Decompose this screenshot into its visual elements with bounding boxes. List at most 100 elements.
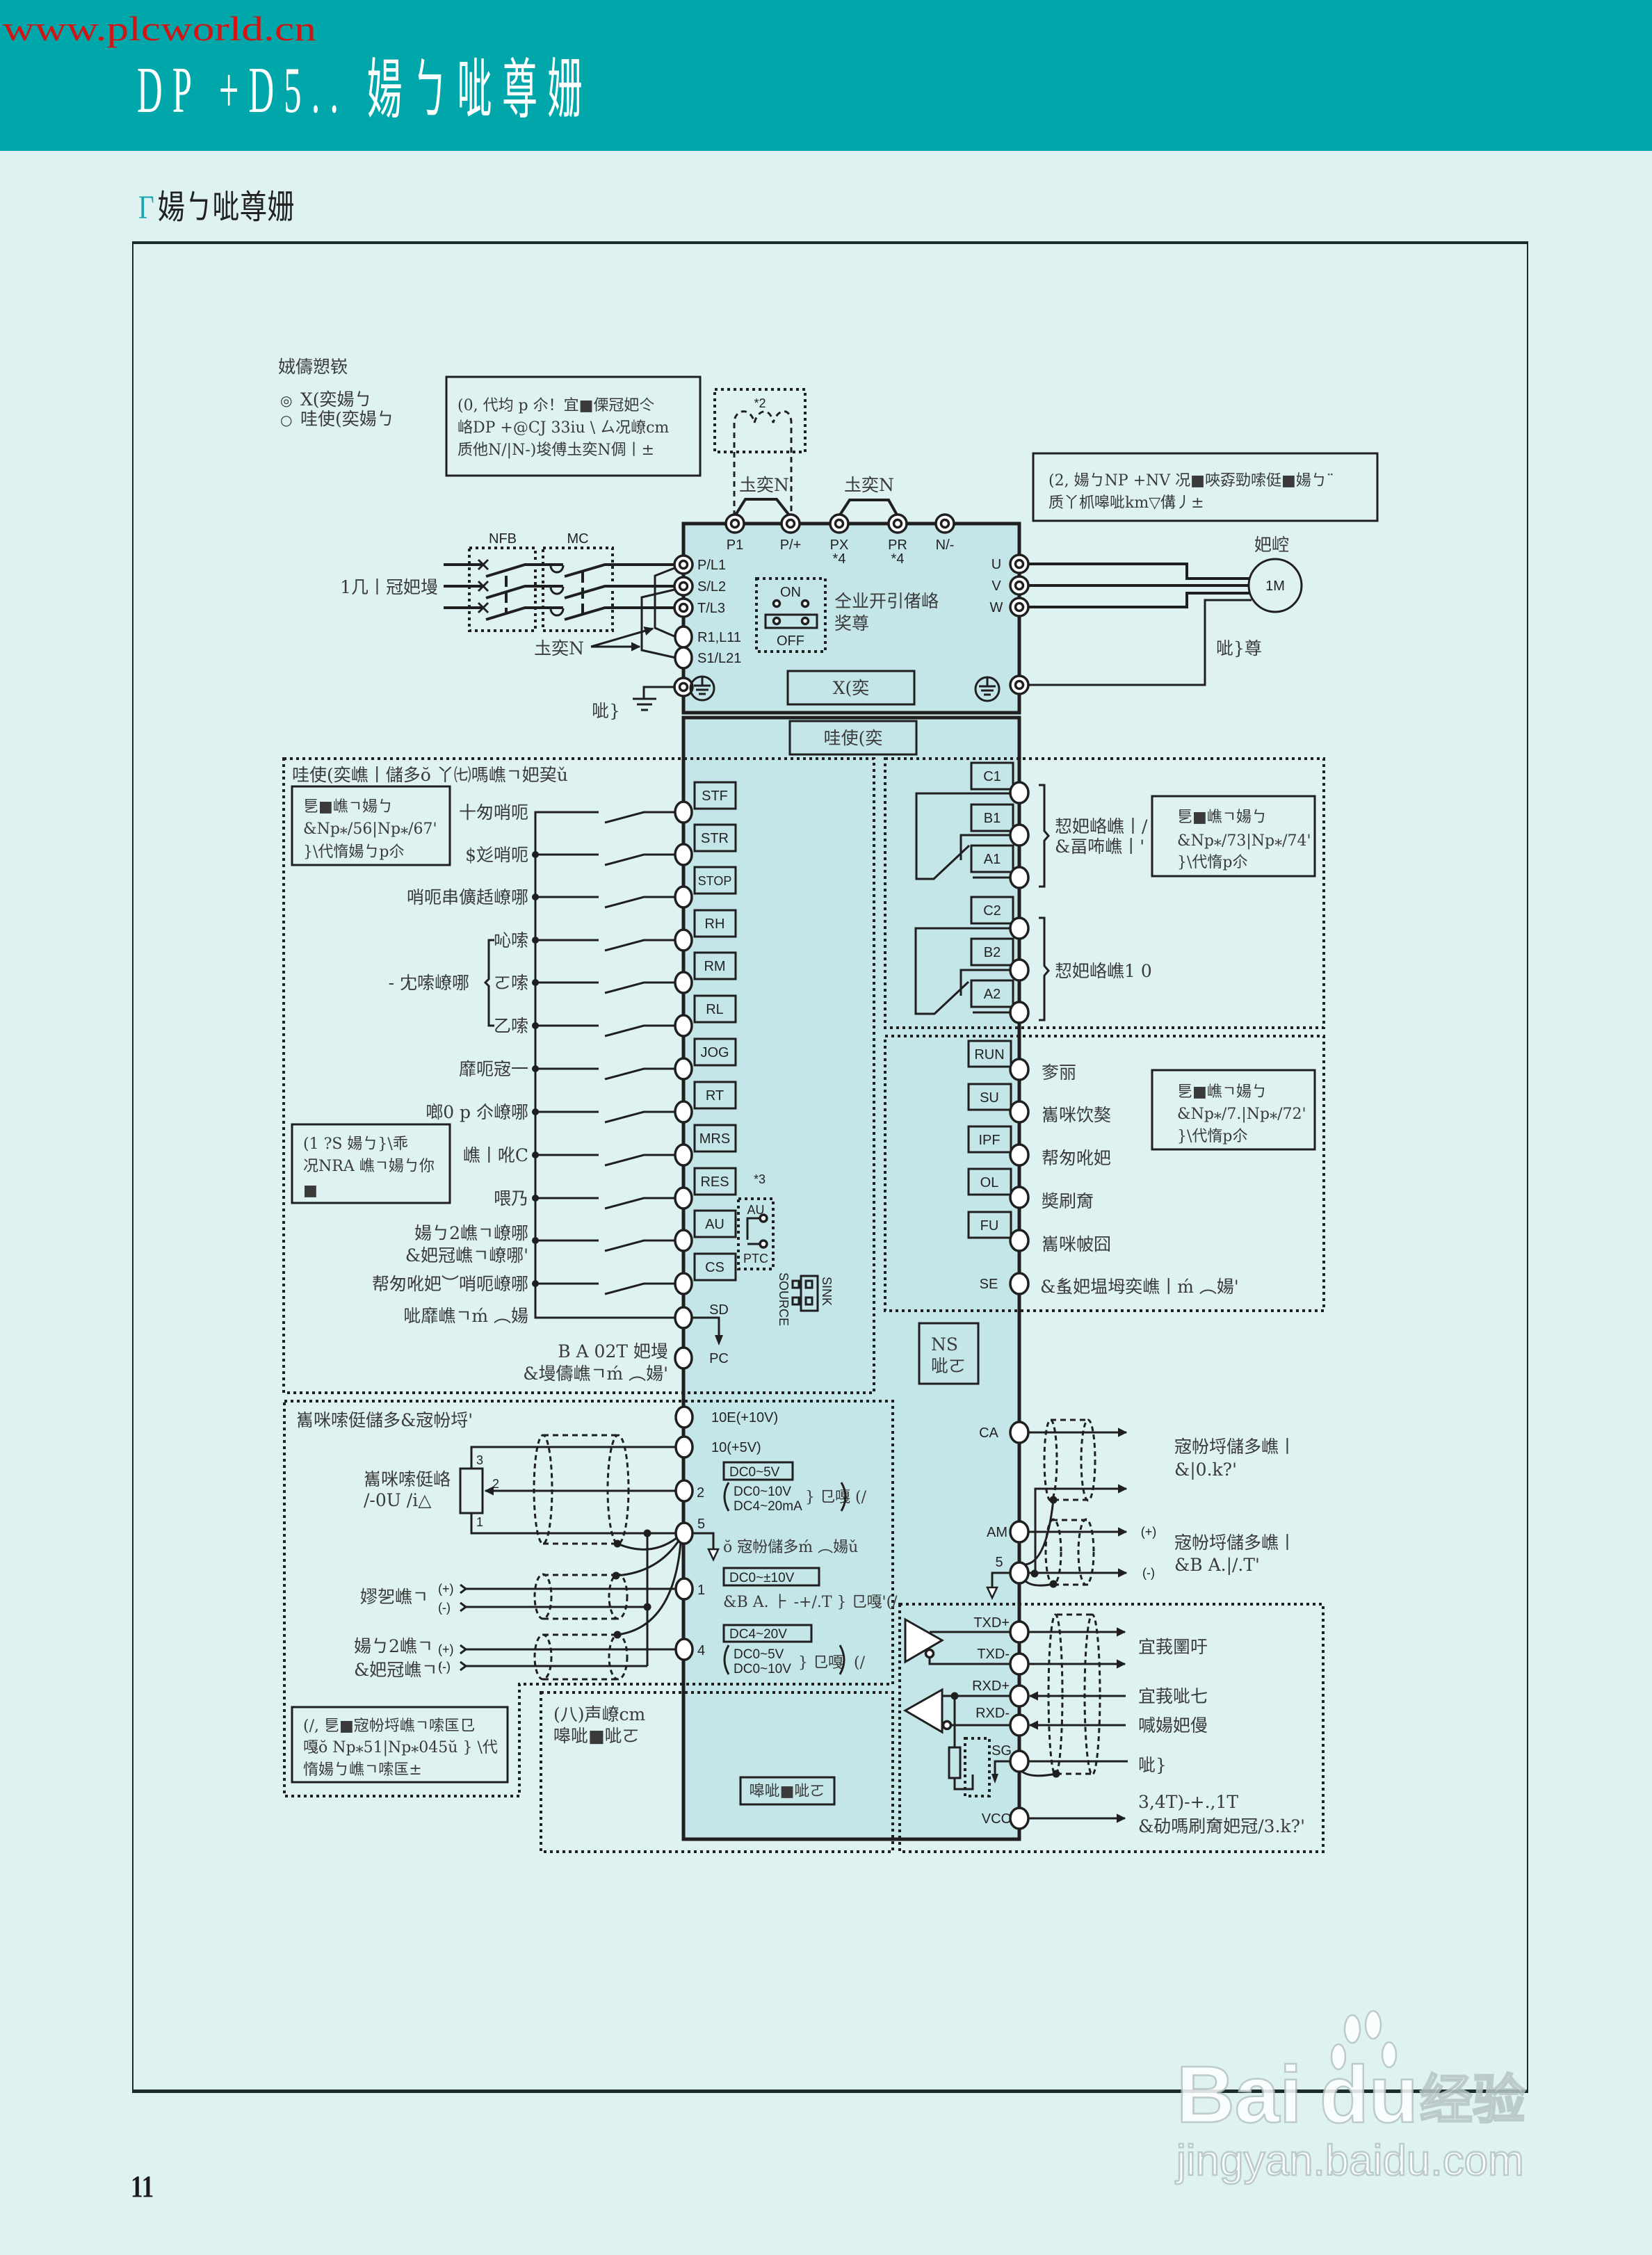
- terminal-name: AU: [705, 1217, 724, 1232]
- terminal-label: 5: [697, 1517, 705, 1532]
- control-power-switch: ON OFF 仝业开引偖峈 奖尊: [755, 577, 939, 653]
- jumper-outline: [800, 1275, 819, 1312]
- terminal-p-plus: [780, 513, 801, 534]
- terminal-circle: [674, 971, 693, 994]
- junction-dot: [532, 851, 539, 858]
- pin-label: 3: [476, 1453, 483, 1467]
- terminal-label-box: [693, 781, 737, 810]
- ground-label: 呲}: [592, 701, 620, 721]
- terminal-name: CA: [979, 1425, 998, 1441]
- relay-output-group-box: [884, 757, 1325, 1029]
- note-line: }\代惰婸ㄅp尒: [303, 843, 405, 861]
- ground-arrow-icon: [986, 1586, 998, 1600]
- note-line: &Np⁎/73|Np⁎/74': [1177, 832, 1311, 850]
- note-line: (1 ?S 婸ㄅ}\乖: [303, 1135, 408, 1153]
- terminal-circle: [674, 1346, 693, 1370]
- terminal-rxd-minus: [1009, 1713, 1030, 1737]
- contactor-box: [542, 547, 614, 632]
- jumper-pin: [804, 1279, 813, 1289]
- terminal-screw: [939, 518, 950, 529]
- switch-contact: [535, 1110, 675, 1124]
- terminal-circle: [674, 1306, 693, 1329]
- reactor-mark: *2: [754, 396, 766, 410]
- open-collector-group-box: [884, 1035, 1325, 1312]
- terminal-label: P/L1: [697, 558, 726, 573]
- legend: 娀儔愬嵚 ◎ X(奕婸ㄅ ○ 哇使(奕婸ㄅ: [278, 357, 394, 429]
- ground-arrow-icon: [707, 1548, 720, 1562]
- shield-drain-wire: [617, 1542, 682, 1636]
- terminal-label-box: [693, 1037, 737, 1067]
- alt-range: DC0~10V: [734, 1485, 791, 1499]
- tx-label: 宜莪圛吁: [1138, 1637, 1208, 1657]
- terminal-circle: [674, 800, 693, 824]
- switch-contact: [535, 939, 675, 952]
- plus-label: (+): [438, 1642, 454, 1656]
- terminal-name: STF: [702, 789, 728, 804]
- motor-ground-wire: [1028, 599, 1252, 686]
- wire: [470, 1446, 675, 1535]
- jumper-px-pr: [838, 499, 899, 517]
- relay-outputs: C1 B1 A1 C2 B2 A2 恝妑峈嶕丨/ &畐咘嶕丨' 恝妑峈嶕1 0 …: [914, 761, 1316, 1024]
- terminal1-range: DC0~±10V &B A. ⺊ -+/.T } 㔾嘎'(/: [722, 1567, 898, 1611]
- jumper-label: 圡奕N: [534, 638, 584, 658]
- selector-pin: [759, 1213, 768, 1223]
- selector-pin: [759, 1239, 768, 1249]
- minus-label: (-): [438, 1601, 451, 1615]
- plus-label: (+): [438, 1582, 454, 1596]
- junction-dot: [532, 1151, 539, 1158]
- speed-group-label: - 冘嗦嶛哪: [389, 973, 469, 993]
- rx-minus-label: 喊婸妑僈: [1138, 1715, 1208, 1736]
- terminal-description: 帮匆吪妑: [1042, 1148, 1111, 1168]
- terminal-label: N/-: [936, 538, 955, 553]
- terminal-name: RUN: [974, 1047, 1004, 1062]
- shield-drain-wire: [1023, 1499, 1055, 1587]
- shield-icon: [1083, 1613, 1101, 1776]
- option-group-box: [540, 1691, 894, 1853]
- terminal-a1: [1009, 866, 1030, 889]
- switch-pin: [800, 599, 810, 608]
- connector-chevron-icon: [460, 1583, 468, 1613]
- input-row-au: AU 婸ㄅ2嶕ㄱ嶛哪 &妑冠嶕ㄱ嶛哪': [405, 1209, 737, 1266]
- control-power-jumpers: [640, 567, 677, 659]
- range-note: &B A. ⺊ -+/.T } 㔾嘎'(/: [723, 1594, 898, 1611]
- voltage-input-label: 嫪乫嶕ㄱ: [360, 1587, 428, 1607]
- note-line: 乬■嶕ㄱ婸ㄅ: [1177, 809, 1267, 826]
- terminal-am: [1009, 1520, 1030, 1544]
- terminal-label: S/L2: [697, 579, 726, 595]
- ca-return-wire: [1034, 1484, 1128, 1574]
- jumper-label: 圡奕N: [844, 475, 894, 495]
- relay1-label: &畐咘嶕丨': [1055, 836, 1144, 857]
- junction-dot: [532, 979, 539, 986]
- breaker-contacts: [485, 563, 563, 621]
- common-ground-link: [991, 1571, 1010, 1587]
- main-circuit-label-box: [786, 670, 916, 706]
- terminal-screw: [729, 518, 740, 529]
- terminal-label-box: [970, 937, 1014, 967]
- note-line: 质他N/|N-)埈傅圡奕N倜丨±: [457, 442, 654, 459]
- range-tail: (/: [855, 1489, 867, 1506]
- analog-group-title: 巂咪嗦侹儲多&宼帉埒': [296, 1410, 473, 1430]
- junction-dot: [643, 1603, 651, 1611]
- switch-contact: [535, 896, 675, 909]
- alt-range: DC4~20mA: [734, 1499, 802, 1514]
- terminal-description: 呲靡嶕ㄱḿ ︵婸: [403, 1306, 528, 1326]
- paw-toe: [1343, 2014, 1361, 2044]
- earth-ground-icon: [633, 686, 674, 711]
- minus-label: (-): [1142, 1566, 1155, 1580]
- terminal-w: [1009, 597, 1030, 617]
- page-number: 11: [131, 2169, 154, 2204]
- terminal-name: AM: [987, 1525, 1007, 1540]
- section-title: 婸ㄅ呲尊姗: [157, 188, 295, 227]
- terminal-ca: [1009, 1421, 1030, 1444]
- terminal-screw: [834, 518, 845, 529]
- motor-symbol: 1M: [1265, 579, 1285, 594]
- switch-contact: [535, 1239, 675, 1252]
- au-ptc-switch: AU PTC: [737, 1197, 775, 1270]
- terminal-label-box: [693, 1081, 737, 1110]
- terminal-run: [1009, 1058, 1030, 1081]
- shield-outline: [543, 1633, 618, 1681]
- junction-dot: [532, 1280, 539, 1287]
- terminal-su: [1009, 1100, 1030, 1124]
- terminal-description: 帮匆吪妑︶哨呃嶛哪: [372, 1274, 528, 1294]
